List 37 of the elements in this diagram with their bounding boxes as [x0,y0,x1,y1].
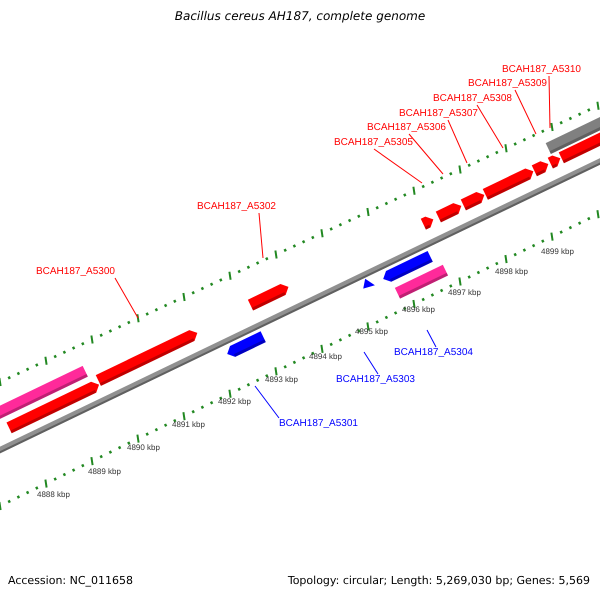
leader-line [426,330,436,348]
leader-line [364,352,378,374]
gene-label: BCAH187_A5307 [399,108,478,120]
gene-label: BCAH187_A5300 [36,266,115,278]
accession-text: Accession: NC_011658 [8,574,134,587]
leader-line [374,148,422,184]
position-label: 4894 kbp [309,352,342,362]
position-label: 4893 kbp [265,375,298,385]
title: Bacillus cereus AH187, complete genome [174,9,426,23]
position-label: 4888 kbp [37,490,70,500]
gene-label: BCAH187_A5310 [502,64,581,76]
leader-line [258,212,264,258]
leader-line [114,278,138,318]
gene-label: BCAH187_A5305 [334,137,413,149]
position-label: 4898 kbp [495,267,528,277]
position-label: 4897 kbp [448,288,481,298]
position-label: 4892 kbp [218,397,251,407]
position-label: 4891 kbp [172,420,205,430]
leader-line [408,134,444,174]
leader-line [514,90,536,134]
gene-label: BCAH187_A5303 [336,374,415,386]
position-label: 4889 kbp [88,467,121,477]
leader-line [548,76,550,128]
gene-label: BCAH187_A5304 [394,347,473,359]
gene-label: BCAH187_A5306 [367,122,446,134]
leader-line [476,104,504,148]
gene-label: BCAH187_A5302 [197,201,276,213]
gene-label: BCAH187_A5308 [433,93,512,105]
position-label: 4895 kbp [355,327,388,337]
gene-label: BCAH187_A5301 [279,418,358,430]
position-label: 4896 kbp [402,305,435,315]
position-label: 4899 kbp [541,247,574,257]
leader-line [254,386,280,418]
genome-info-text: Topology: circular; Length: 5,269,030 bp; Genes: 5,569 [288,574,590,587]
leader-line [448,120,468,164]
gene-label: BCAH187_A5309 [468,78,547,90]
position-label: 4890 kbp [127,443,160,453]
